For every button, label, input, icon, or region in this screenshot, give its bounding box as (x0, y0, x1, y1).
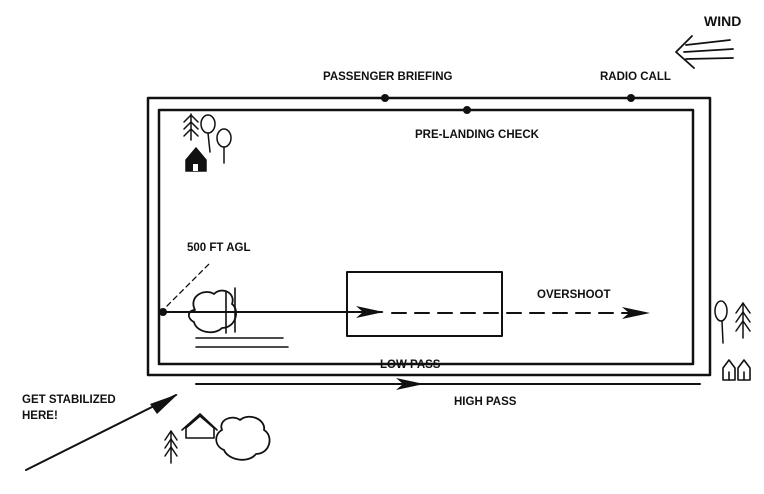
passenger-briefing-point (381, 94, 389, 102)
overshoot-arrow-icon (622, 307, 650, 319)
bush-icon (215, 415, 271, 461)
house-icon (185, 146, 207, 172)
passenger-briefing-label: PASSENGER BRIEFING (323, 71, 453, 83)
wind-arrow-icon (675, 35, 734, 69)
house-icon (181, 413, 218, 439)
tree-icon (735, 302, 751, 339)
radio-call-point (627, 94, 635, 102)
house-icon (722, 359, 751, 381)
pre-landing-check-label: PRE-LANDING CHECK (415, 129, 540, 141)
get-stabilized-label-line2: HERE! (22, 410, 58, 422)
tree-icon (714, 300, 728, 344)
road-icon (195, 287, 289, 348)
tree-icon (216, 128, 232, 164)
overshoot-label: OVERSHOOT (537, 289, 610, 301)
entry-track (25, 394, 177, 471)
tree-icon (200, 114, 216, 153)
low-pass-label: LOW PASS (380, 359, 441, 371)
radio-call-label: RADIO CALL (600, 71, 671, 83)
wind-label: WIND (704, 13, 741, 29)
field-boundary-outer (146, 96, 712, 377)
pre-landing-check-point (463, 106, 471, 114)
get-stabilized-label: GET STABILIZED (22, 394, 116, 406)
tree-icon (183, 113, 199, 141)
agl-500-label: 500 FT AGL (187, 242, 250, 254)
bush-icon (187, 289, 237, 334)
approach-arrow-icon (356, 306, 384, 318)
agl-guide-line (166, 261, 212, 307)
field-boundary-inner (157, 108, 695, 366)
high-pass-label: HIGH PASS (454, 396, 517, 408)
high-pass-arrow-icon (396, 378, 424, 390)
entry-arrow-icon (150, 394, 178, 414)
tree-icon (164, 430, 178, 464)
landing-area (346, 271, 503, 337)
